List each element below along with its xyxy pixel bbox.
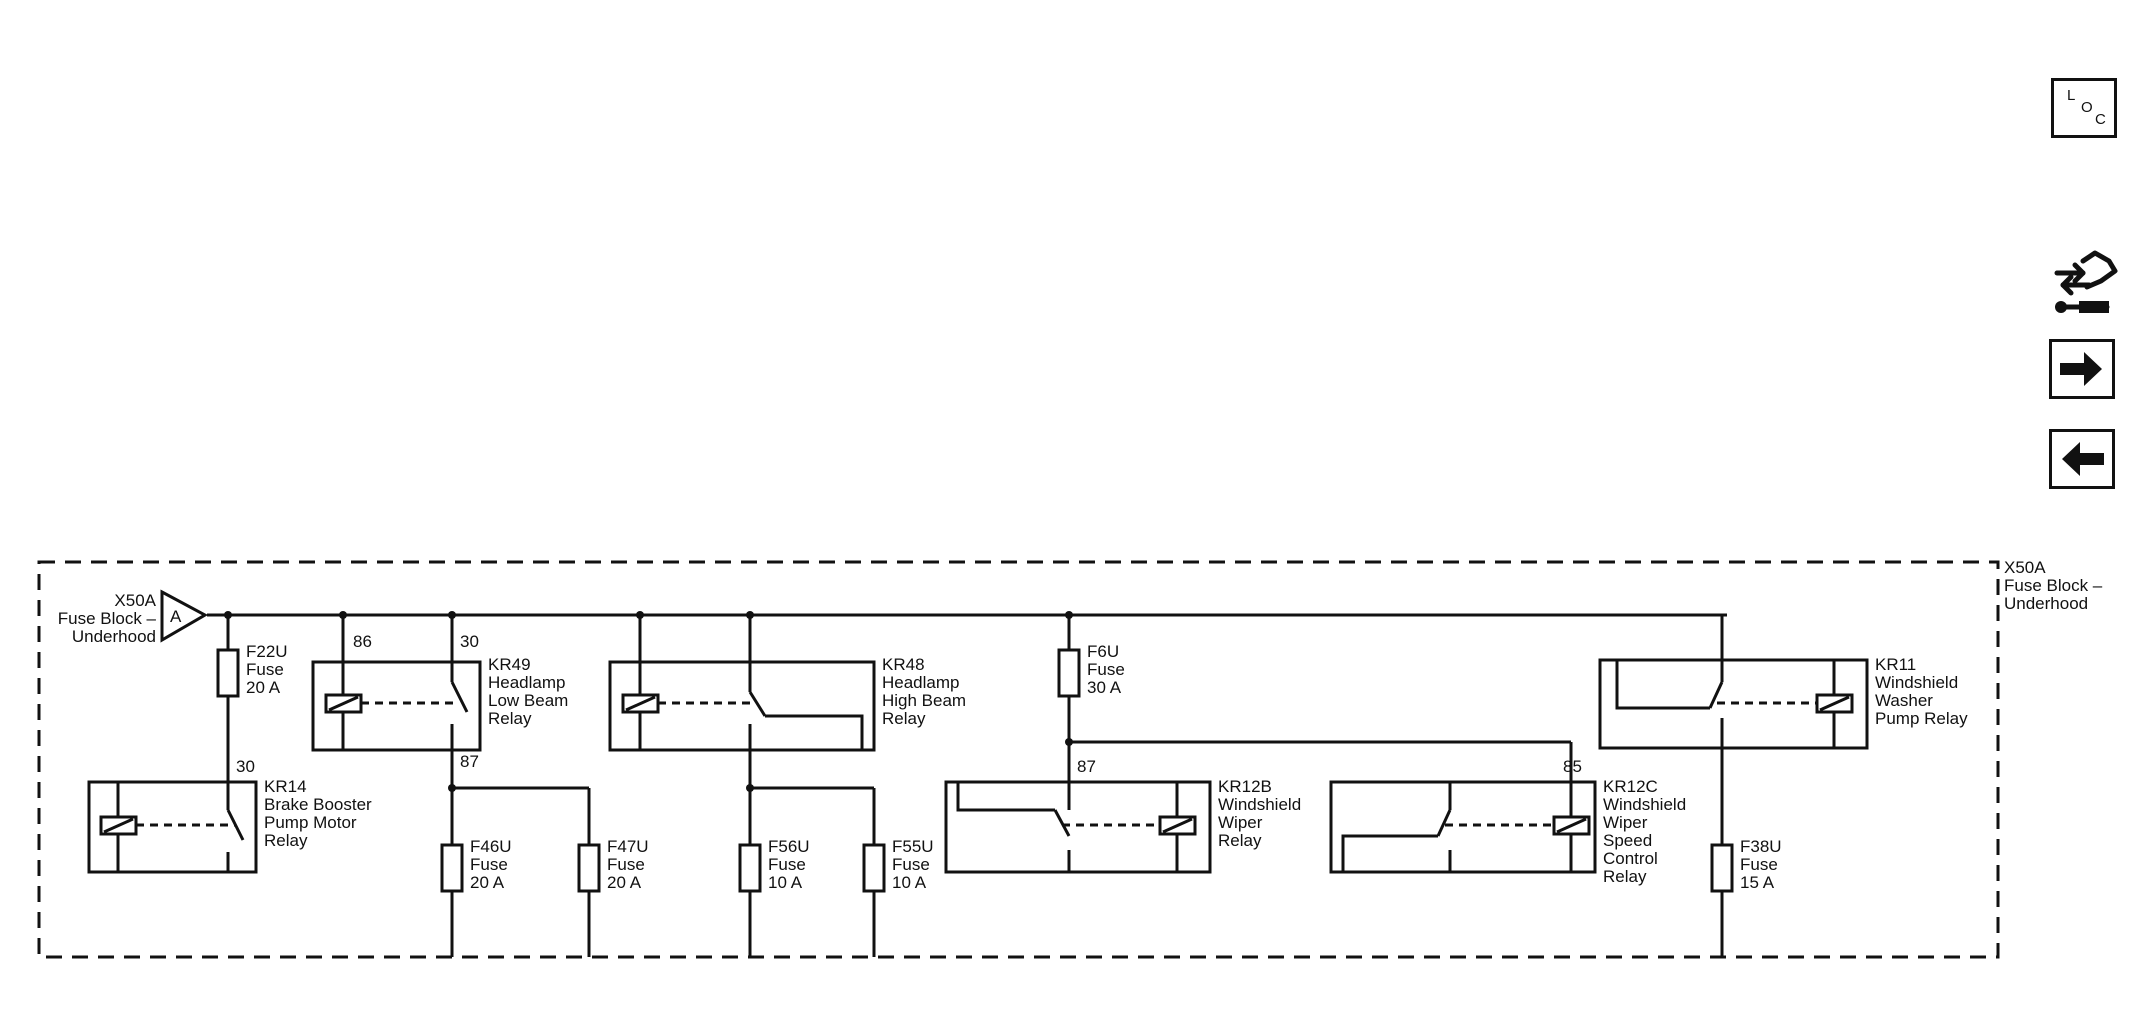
- kr11-line-1: Windshield: [1875, 673, 1958, 692]
- kr49-line-2: Low Beam: [488, 691, 568, 710]
- kr48-line-3: Relay: [882, 709, 926, 728]
- loc-button[interactable]: L O C: [2051, 78, 2117, 138]
- kr12b-line-1: Windshield: [1218, 795, 1301, 814]
- right-arrow-icon: [2060, 352, 2102, 386]
- f46u-label: F46U: [470, 837, 512, 856]
- fuse-f47u: [577, 843, 601, 893]
- kr12c-line-2: Wiper: [1603, 813, 1648, 832]
- fuse-f46u: [440, 843, 464, 893]
- block-label-line-2: Underhood: [2004, 594, 2088, 613]
- left-arrow-icon: [2062, 442, 2104, 476]
- kr12c-label: KR12C: [1603, 777, 1658, 796]
- connector-name: X50A: [114, 591, 156, 610]
- f47u-label: F47U: [607, 837, 649, 856]
- kr48-label: KR48: [882, 655, 925, 674]
- kr12c-line-1: Windshield: [1603, 795, 1686, 814]
- relay-kr12c: [1329, 780, 1597, 874]
- f55u-type: Fuse: [892, 855, 930, 874]
- kr49-line-3: Relay: [488, 709, 532, 728]
- kr11-line-3: Pump Relay: [1875, 709, 1968, 728]
- kr14-label: KR14: [264, 777, 307, 796]
- f38u-label: F38U: [1740, 837, 1782, 856]
- f46u-type: Fuse: [470, 855, 508, 874]
- loc-letter-o: O: [2081, 99, 2093, 116]
- connector-harness-icon[interactable]: [2049, 247, 2121, 323]
- f6u-label: F6U: [1087, 642, 1119, 661]
- f47u-type: Fuse: [607, 855, 645, 874]
- f56u-type: Fuse: [768, 855, 806, 874]
- f38u-rating: 15 A: [1740, 873, 1775, 892]
- loc-letter-c: C: [2095, 111, 2106, 128]
- f22u-rating: 20 A: [246, 678, 281, 697]
- block-label-line-1: Fuse Block –: [2004, 576, 2103, 595]
- kr49-line-1: Headlamp: [488, 673, 566, 692]
- loc-letter-l: L: [2067, 87, 2076, 104]
- relay-kr11: [1598, 658, 1869, 750]
- kr14-terminal-30: 30: [236, 757, 255, 776]
- fuse-f56u: [738, 843, 762, 893]
- kr12c-line-3: Speed: [1603, 831, 1652, 850]
- previous-page-button[interactable]: [2049, 429, 2115, 489]
- relay-kr12b: [944, 780, 1212, 874]
- f38u-type: Fuse: [1740, 855, 1778, 874]
- kr14-line-2: Pump Motor: [264, 813, 357, 832]
- fuse-f38u: [1710, 843, 1734, 893]
- block-label-name: X50A: [2004, 558, 2046, 577]
- kr11-line-2: Washer: [1875, 691, 1933, 710]
- connector-pin: A: [170, 607, 182, 626]
- kr12b-line-2: Wiper: [1218, 813, 1263, 832]
- fuse-f55u: [862, 843, 886, 893]
- f22u-label: F22U: [246, 642, 288, 661]
- kr49-terminal-30: 30: [460, 632, 479, 651]
- connector-line-2: Underhood: [72, 627, 156, 646]
- relay-kr49: [311, 660, 482, 752]
- f22u-type: Fuse: [246, 660, 284, 679]
- kr12b-line-3: Relay: [1218, 831, 1262, 850]
- kr48-line-1: Headlamp: [882, 673, 960, 692]
- fuse-f6u: [1057, 648, 1081, 698]
- kr48-line-2: High Beam: [882, 691, 966, 710]
- kr14-line-3: Relay: [264, 831, 308, 850]
- kr12c-line-4: Control: [1603, 849, 1658, 868]
- f55u-rating: 10 A: [892, 873, 927, 892]
- kr11-label: KR11: [1875, 655, 1916, 674]
- f56u-rating: 10 A: [768, 873, 803, 892]
- kr49-label: KR49: [488, 655, 531, 674]
- relay-kr48: [608, 660, 876, 752]
- kr12c-terminal-85: 85: [1563, 757, 1582, 776]
- f55u-label: F55U: [892, 837, 934, 856]
- f47u-rating: 20 A: [607, 873, 642, 892]
- f6u-rating: 30 A: [1087, 678, 1122, 697]
- kr12b-label: KR12B: [1218, 777, 1272, 796]
- kr49-terminal-86: 86: [353, 632, 372, 651]
- fuse-f22u: [216, 648, 240, 698]
- fuse-block-boundary: [37, 560, 2000, 959]
- connector-line-1: Fuse Block –: [58, 609, 157, 628]
- kr12b-terminal-87: 87: [1077, 757, 1096, 776]
- relay-kr14: [87, 780, 258, 874]
- f56u-label: F56U: [768, 837, 810, 856]
- splice-points: [224, 611, 1073, 792]
- f46u-rating: 20 A: [470, 873, 505, 892]
- kr49-terminal-87: 87: [460, 752, 479, 771]
- connector-symbol: [160, 589, 209, 643]
- kr14-line-1: Brake Booster: [264, 795, 372, 814]
- next-page-button[interactable]: [2049, 339, 2115, 399]
- f6u-type: Fuse: [1087, 660, 1125, 679]
- kr12c-line-5: Relay: [1603, 867, 1647, 886]
